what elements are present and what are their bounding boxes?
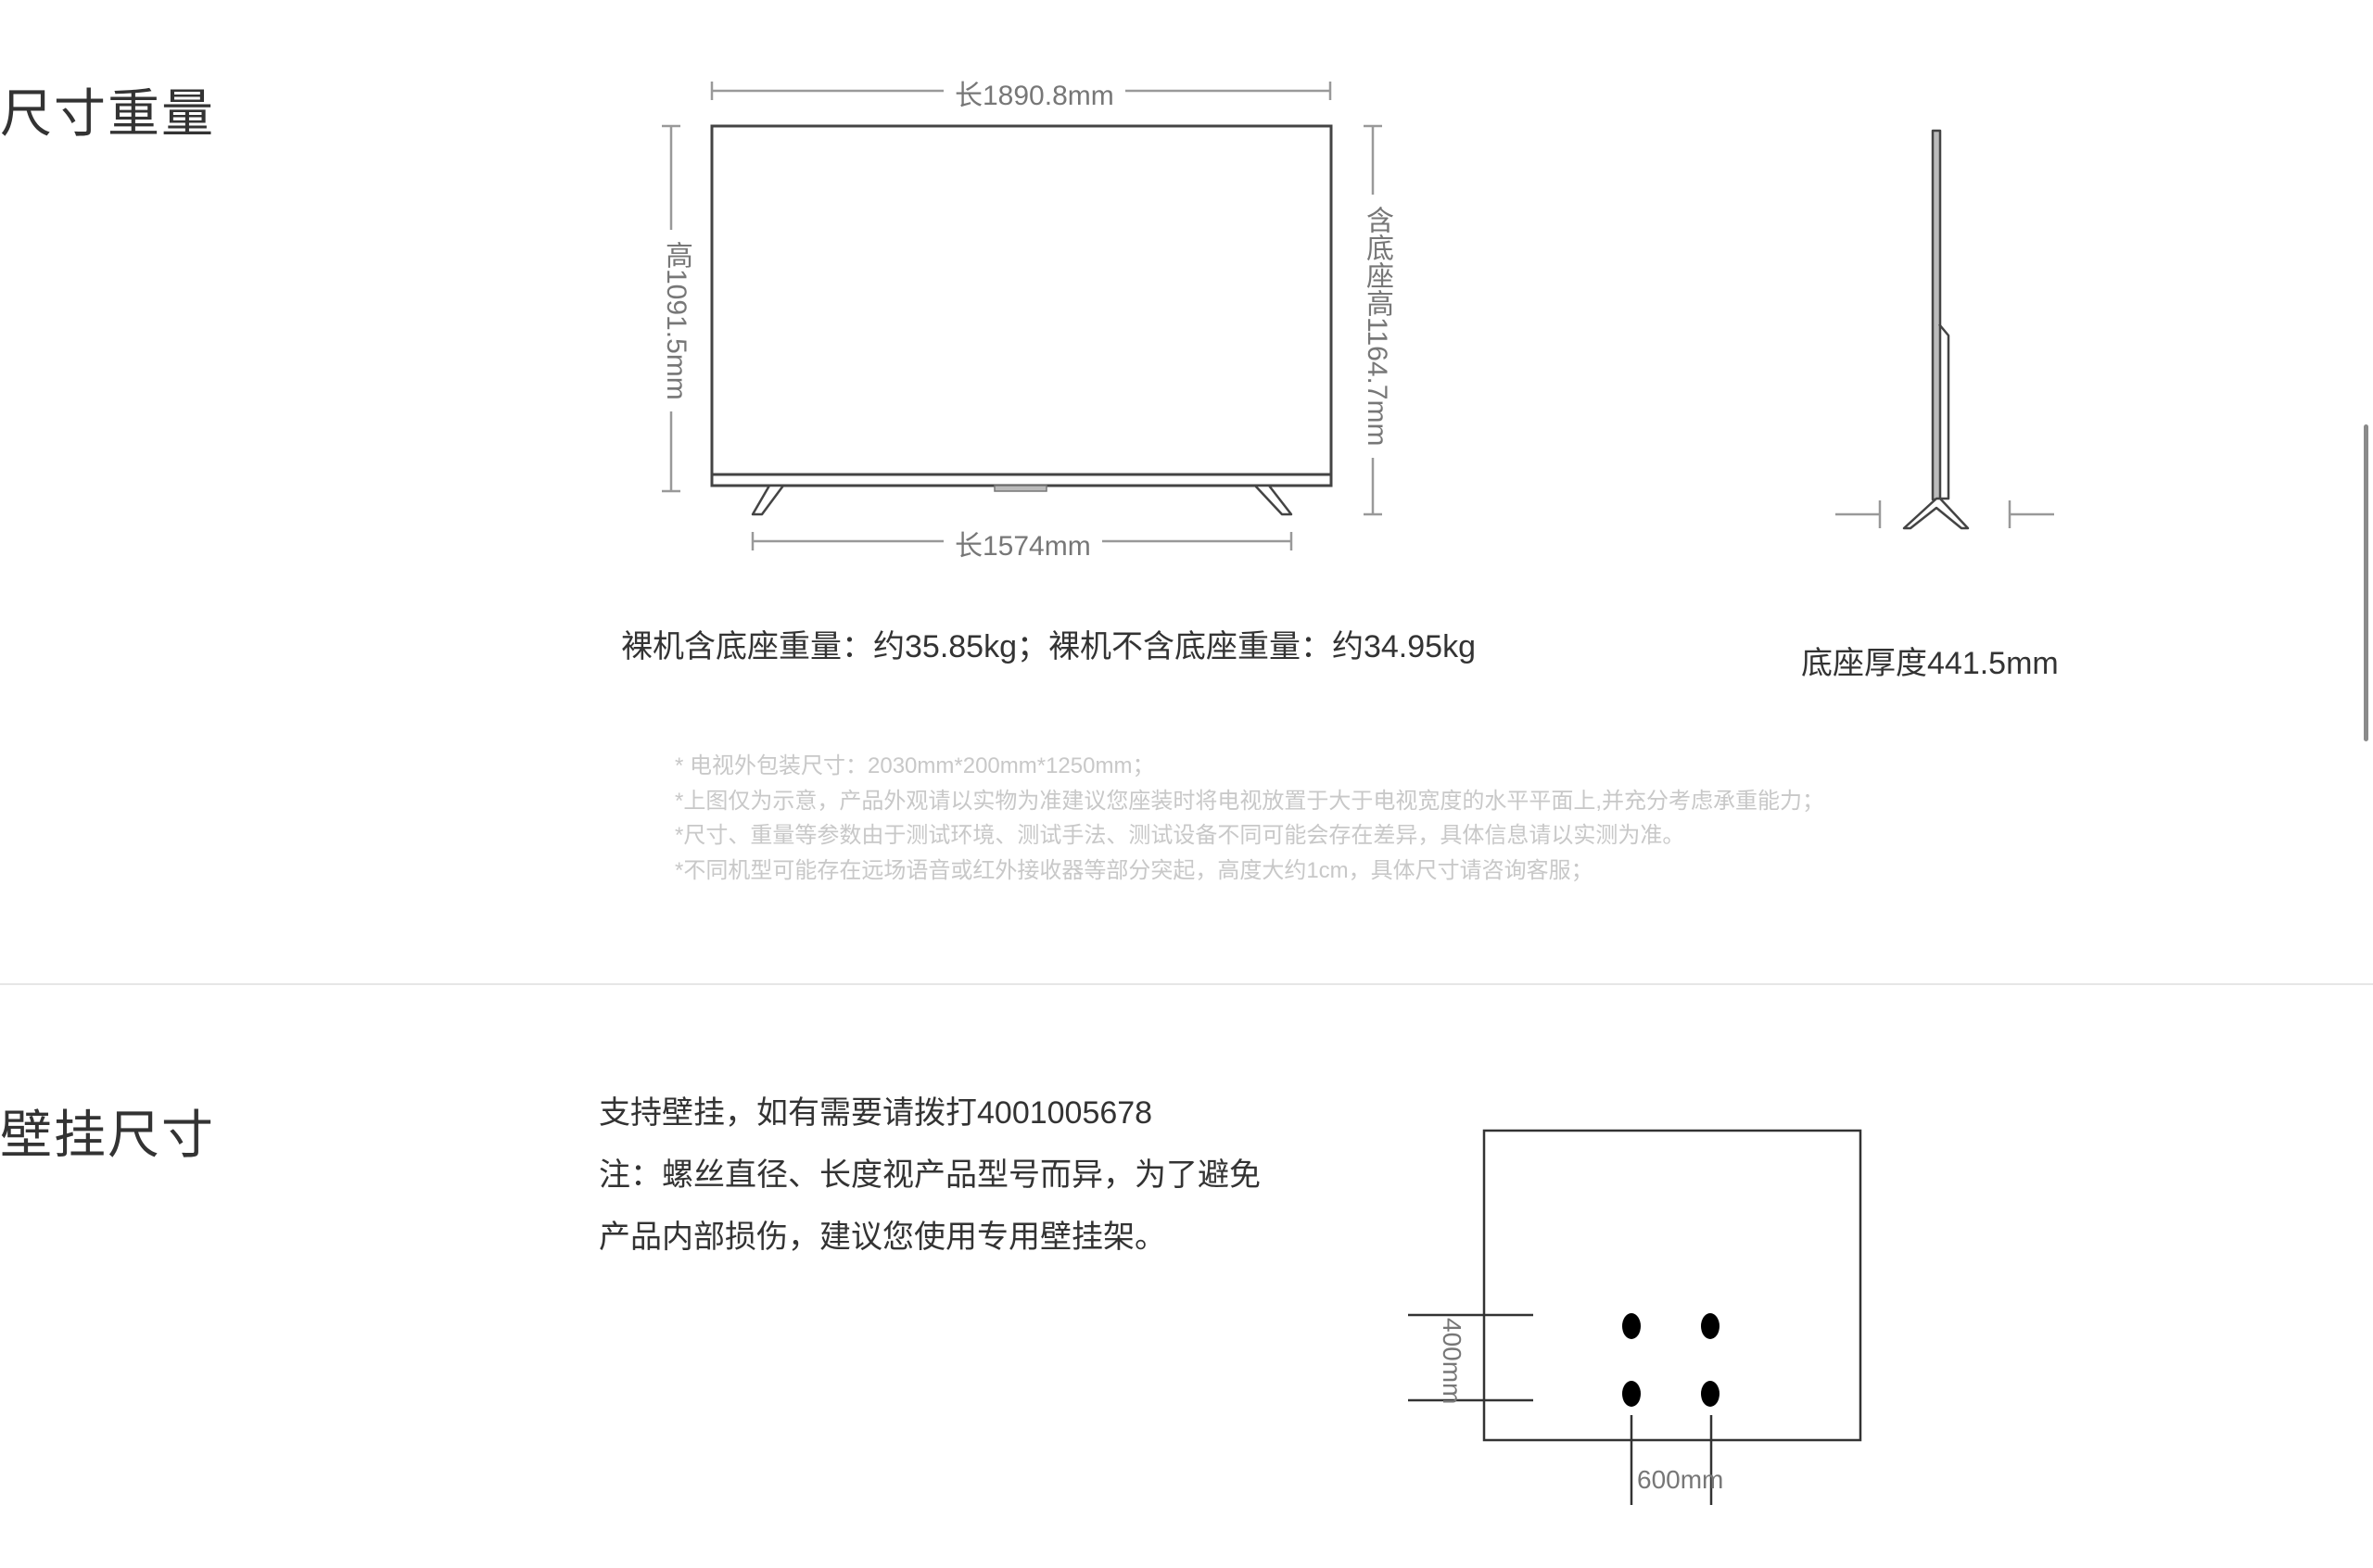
stand-width-label: 长1574mm bbox=[944, 523, 1102, 563]
overall-width-label: 长1890.8mm bbox=[944, 72, 1125, 113]
note-item: *尺寸、重量等参数由于测试环境、测试手法、测试设备不同可能会存在差异，具体信息请… bbox=[675, 823, 1685, 848]
stand-depth-label: 底座厚度441.5mm bbox=[1801, 646, 2059, 681]
horizontal-spacing-label: 600mm bbox=[1637, 1465, 1724, 1494]
vesa-mount-diagram: 400mm 600mm bbox=[1390, 1112, 2076, 1520]
wall-mount-line: 注：螺丝直径、长度视产品型号而异，为了避免 bbox=[599, 1157, 1261, 1193]
wall-mount-line: 支持壁挂，如有需要请拨打4001005678 bbox=[599, 1095, 1153, 1131]
height-label: 高1091.5mm bbox=[655, 230, 696, 411]
tv-side-view-diagram bbox=[1798, 111, 2076, 556]
wall-mount-line: 产品内部损伤，建议您使用专用壁挂架。 bbox=[599, 1220, 1166, 1255]
section-title-wall-mount: 壁挂尺寸 bbox=[0, 1106, 215, 1164]
vertical-spacing-label: 400mm bbox=[1438, 1318, 1466, 1405]
tv-side-outline bbox=[1835, 129, 2054, 530]
scrollbar-thumb[interactable] bbox=[2364, 424, 2368, 741]
note-item: *上图仅为示意，产品外观请以实物为准建议您座装时将电视放置于大于电视宽度的水平平… bbox=[675, 788, 1825, 814]
note-item: * 电视外包装尺寸：2030mm*200mm*1250mm； bbox=[675, 753, 1155, 778]
section-title-size-weight: 尺寸重量 bbox=[0, 84, 215, 143]
height-with-stand-label: 含底座高1164.7mm bbox=[1356, 195, 1397, 458]
note-item: *不同机型可能存在远场语音或红外接收器等部分突起，高度大约1cm，具体尺寸请咨询… bbox=[675, 857, 1593, 883]
wall-mount-info: 支持壁挂，如有需要请拨打4001005678 注：螺丝直径、长度视产品型号而异，… bbox=[599, 1082, 1261, 1269]
vesa-outline bbox=[1408, 1129, 1862, 1505]
section-divider bbox=[0, 983, 2373, 985]
notes-list: * 电视外包装尺寸：2030mm*200mm*1250mm； *上图仅为示意，产… bbox=[675, 749, 1824, 888]
weight-info: 裸机含底座重量：约35.85kg；裸机不含底座重量：约34.95kg bbox=[621, 629, 1476, 664]
